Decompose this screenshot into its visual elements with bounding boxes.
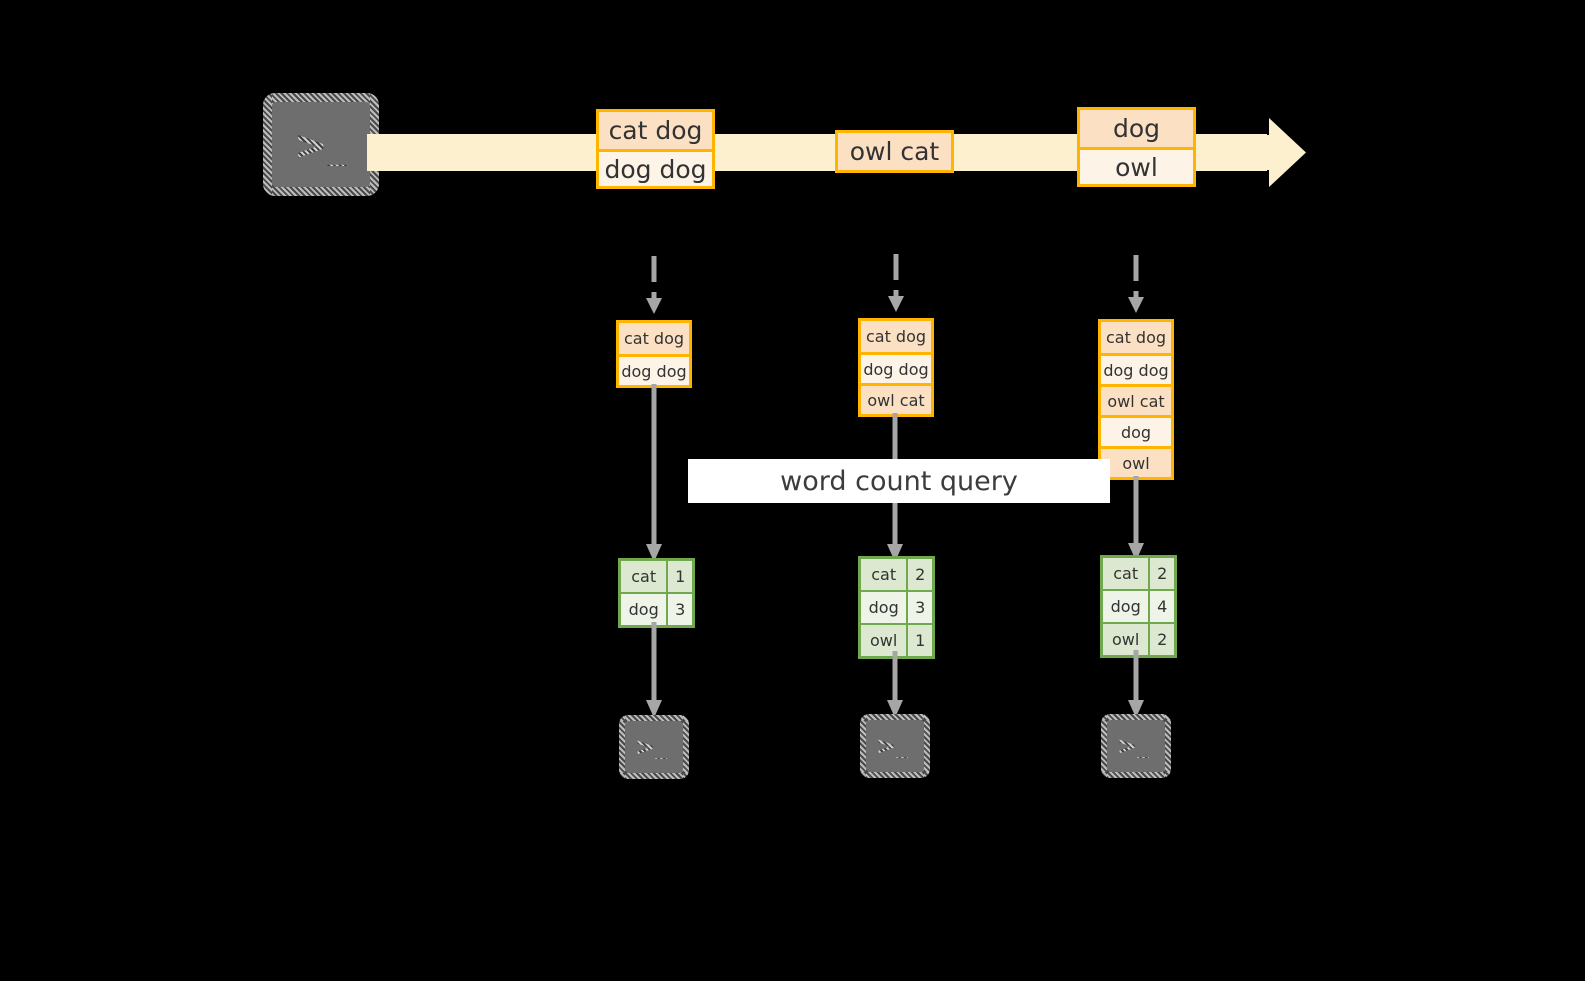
count-cell: 3 (666, 594, 692, 625)
message-line: owl cat (861, 383, 931, 414)
message-line: cat dog (1101, 322, 1171, 353)
message-line: cat dog (599, 112, 712, 149)
message-line: dog dog (1101, 353, 1171, 384)
result-to-consumer-arrow-2 (885, 651, 905, 718)
terminal-prompt-glyph: >_ (294, 123, 348, 169)
consumer-terminal-icon-2: >_ (860, 714, 930, 778)
message-line: owl (1080, 147, 1193, 184)
message-line: dog (1101, 415, 1171, 446)
snapshot-to-result-arrow-1 (644, 384, 664, 562)
terminal-screen (866, 720, 924, 772)
message-line: cat dog (861, 321, 931, 352)
terminal-screen (1107, 720, 1165, 772)
word-cell: dog (1103, 591, 1149, 622)
word-cell: owl (1103, 624, 1149, 655)
message-line: owl cat (1101, 384, 1171, 415)
stream-to-snapshot-arrow-2 (885, 254, 907, 312)
terminal-prompt-glyph: >_ (876, 732, 909, 760)
count-cell: 1 (906, 625, 932, 656)
snapshot-to-result-arrow-3 (1126, 476, 1146, 561)
word-cell: dog (861, 592, 907, 623)
producer-terminal-icon: >_ (263, 93, 379, 196)
word-cell: owl (861, 625, 907, 656)
stream-arrowhead-icon (1247, 118, 1306, 187)
word-cell: cat (621, 561, 667, 592)
word-cell: cat (861, 559, 907, 590)
count-cell: 2 (1148, 624, 1174, 655)
message-line: owl (1101, 446, 1171, 477)
stream-to-snapshot-arrow-1 (643, 256, 665, 314)
message-line: owl cat (838, 133, 951, 170)
message-line: cat dog (619, 323, 689, 354)
message-line: dog dog (599, 149, 712, 186)
query-banner-label: word count query (780, 465, 1018, 497)
count-cell: 2 (1148, 558, 1174, 589)
result-to-consumer-arrow-3 (1126, 650, 1146, 718)
stream-message-2: owl cat (835, 130, 954, 173)
stream-to-snapshot-arrow-3 (1125, 255, 1147, 313)
result-to-consumer-arrow-1 (644, 622, 664, 718)
count-cell: 4 (1148, 591, 1174, 622)
word-cell: dog (621, 594, 667, 625)
terminal-screen (625, 721, 683, 773)
count-cell: 2 (906, 559, 932, 590)
message-line: dog (1080, 110, 1193, 147)
message-line: dog dog (619, 354, 689, 385)
message-line: dog dog (861, 352, 931, 383)
query-banner: word count query (688, 459, 1110, 503)
terminal-prompt-glyph: >_ (635, 733, 668, 761)
word-cell: cat (1103, 558, 1149, 589)
count-cell: 3 (906, 592, 932, 623)
terminal-screen (272, 102, 370, 187)
consumer-terminal-icon-3: >_ (1101, 714, 1171, 778)
count-cell: 1 (666, 561, 692, 592)
consumer-terminal-icon-1: >_ (619, 715, 689, 779)
terminal-prompt-glyph: >_ (1117, 732, 1150, 760)
